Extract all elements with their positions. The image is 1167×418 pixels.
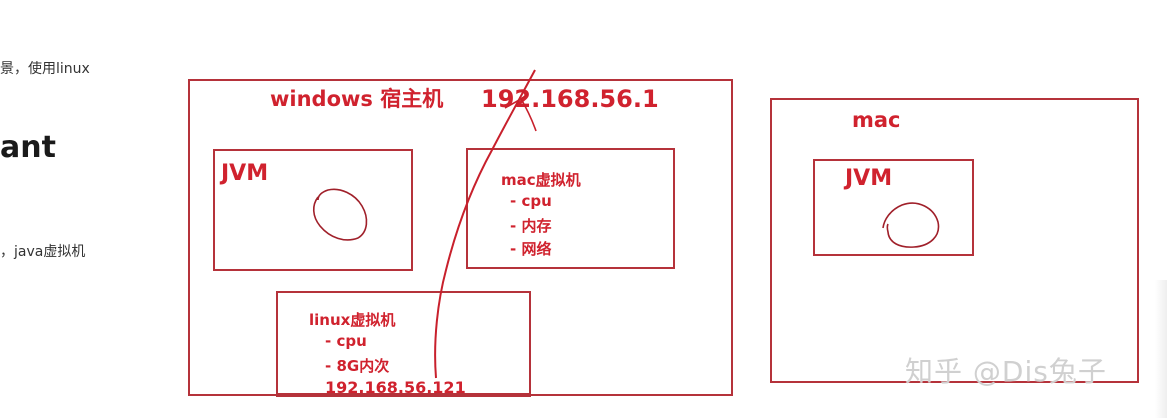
mac-host-title: mac (852, 108, 901, 132)
article-text-line: 景，使用linux (0, 61, 90, 77)
page-edge-shadow (1155, 280, 1167, 418)
linux-vm-title: linux虚拟机 (309, 311, 396, 329)
mac-vm-title: mac虚拟机 (501, 171, 581, 189)
linux-vm-item: - cpu (325, 332, 367, 350)
watermark: 知乎 @Dis兔子 (905, 355, 1107, 388)
linux-vm-ip: 192.168.56.121 (325, 378, 466, 397)
mac-vm-item: - 内存 (510, 217, 552, 235)
mac-jvm-box (813, 159, 974, 256)
windows-host-ip: 192.168.56.1 (481, 85, 659, 113)
article-heading: ant (0, 130, 56, 165)
mac-jvm-label: JVM (845, 166, 893, 191)
linux-vm-item: - 8G内次 (325, 357, 390, 375)
article-text-line: ，java虚拟机 (0, 244, 86, 260)
windows-host-title: windows 宿主机 (270, 87, 444, 111)
mac-vm-box (466, 148, 675, 269)
mac-vm-item: - 网络 (510, 240, 552, 258)
mac-host-box (770, 98, 1139, 383)
mac-vm-item: - cpu (510, 192, 552, 210)
windows-jvm-label: JVM (221, 161, 269, 186)
windows-jvm-box (213, 149, 413, 271)
